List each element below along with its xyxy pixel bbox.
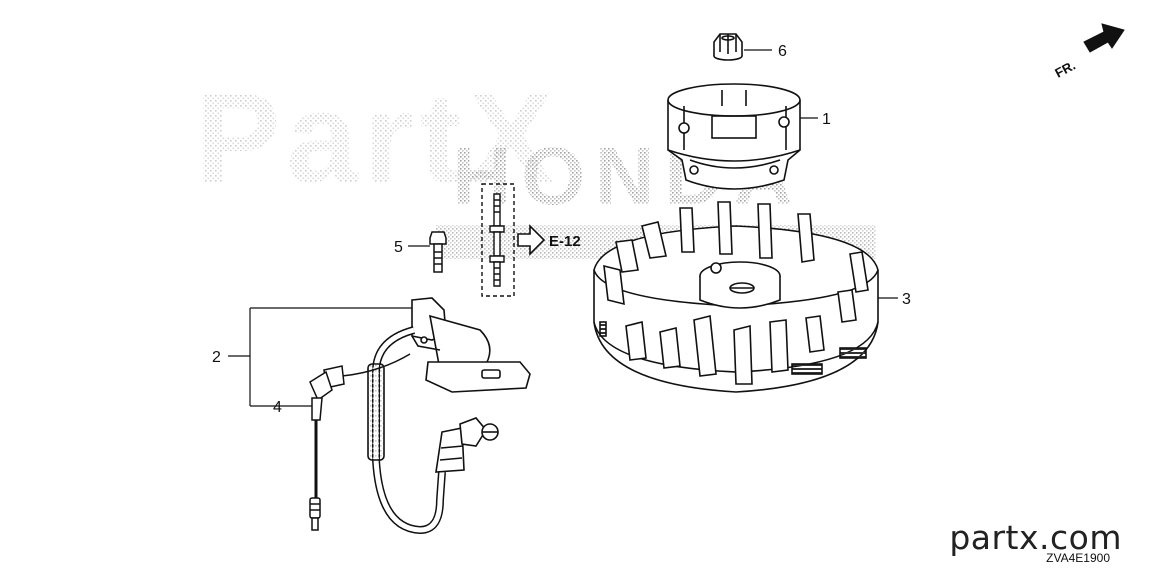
bolt-part-5 <box>429 231 447 273</box>
svg-text:PartX: PartX <box>195 67 559 210</box>
flywheel-part-3 <box>593 201 879 393</box>
flange-nut-part-6 <box>713 33 743 61</box>
diagram-code: ZVA4E1900 <box>1046 551 1110 565</box>
callout-4: 4 <box>273 399 282 416</box>
reference-stud-bolts <box>481 183 515 297</box>
callout-6: 6 <box>778 43 787 60</box>
leader-bracket-2-4 <box>228 307 412 407</box>
starter-pulley-part-1 <box>667 83 801 190</box>
callout-5: 5 <box>394 239 403 256</box>
callout-2: 2 <box>212 349 221 366</box>
reference-label: E-12 <box>549 233 581 250</box>
site-logo-text: partx.com <box>949 518 1122 557</box>
ignition-coil-part-2 <box>367 297 531 535</box>
front-direction-label: FR. <box>1052 58 1078 81</box>
stop-switch-wire-part-4 <box>309 353 411 531</box>
reference-arrow <box>517 224 546 256</box>
front-direction-arrow-icon <box>1083 23 1125 53</box>
callout-3: 3 <box>902 291 911 308</box>
callout-1: 1 <box>822 111 831 128</box>
